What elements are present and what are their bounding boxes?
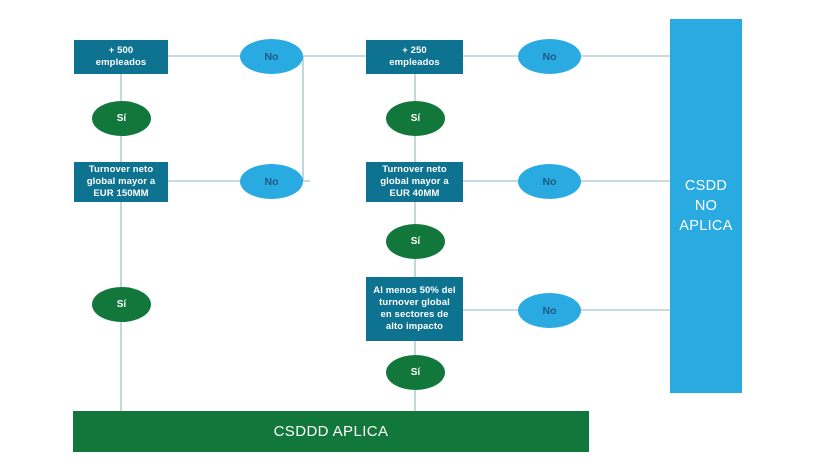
yes-label: Sí (116, 113, 127, 124)
no-ellipse-turnover-150mm[interactable]: No (240, 164, 303, 199)
decision-line: + 500 (108, 45, 134, 56)
decision-box-500-empleados[interactable]: + 500 empleados (74, 40, 168, 74)
yes-label: Sí (410, 367, 421, 378)
decision-box-sectores-alto-impacto[interactable]: Al menos 50% del turnover global en sect… (366, 277, 463, 341)
decision-line: EUR 40MM (389, 188, 440, 199)
decision-line: Al menos 50% del (373, 285, 456, 296)
decision-line: alto impacto (385, 321, 444, 332)
no-ellipse-500-empleados[interactable]: No (240, 39, 303, 74)
result-line: NO (694, 198, 718, 214)
no-ellipse-250-empleados[interactable]: No (518, 39, 581, 74)
yes-ellipse-250-empleados[interactable]: Sí (386, 101, 445, 136)
decision-line: Turnover neto (382, 164, 447, 175)
no-ellipse-sectores-alto-impacto[interactable]: No (518, 293, 581, 328)
result-label: CSDDD APLICA (273, 423, 389, 440)
decision-line: Turnover neto (88, 164, 154, 175)
decision-box-turnover-150mm[interactable]: Turnover neto global mayor a EUR 150MM (74, 162, 168, 202)
decision-line: empleados (95, 57, 147, 68)
no-ellipse-turnover-40mm[interactable]: No (518, 164, 581, 199)
decision-line: global mayor a (380, 176, 449, 187)
decision-line: + 250 (402, 45, 427, 56)
yes-ellipse-500-empleados[interactable]: Sí (92, 101, 151, 136)
yes-label: Sí (410, 236, 421, 247)
no-label: No (264, 50, 279, 63)
no-label: No (542, 50, 557, 63)
no-label: No (542, 175, 557, 188)
yes-ellipse-sectores-alto-impacto[interactable]: Sí (386, 355, 445, 390)
no-label: No (542, 304, 557, 317)
yes-ellipse-turnover-40mm[interactable]: Sí (386, 224, 445, 259)
decision-line: global mayor a (86, 176, 156, 187)
no-label: No (264, 175, 279, 188)
yes-label: Sí (116, 299, 127, 310)
yes-ellipse-turnover-150mm[interactable]: Sí (92, 287, 151, 322)
result-line: APLICA (679, 218, 733, 234)
result-bar-csddd-aplica[interactable]: CSDDD APLICA (73, 411, 589, 452)
result-panel-csdd-no-aplica[interactable]: CSDD NO APLICA (670, 19, 742, 393)
decision-line: en sectores de (380, 309, 449, 320)
decision-box-250-empleados[interactable]: + 250 empleados (366, 40, 463, 74)
yes-label: Sí (410, 113, 421, 124)
decision-line: turnover global (379, 297, 450, 308)
decision-line: EUR 150MM (93, 188, 149, 199)
result-line: CSDD (684, 178, 728, 194)
decision-box-turnover-40mm[interactable]: Turnover neto global mayor a EUR 40MM (366, 162, 463, 202)
decision-line: empleados (389, 57, 440, 68)
